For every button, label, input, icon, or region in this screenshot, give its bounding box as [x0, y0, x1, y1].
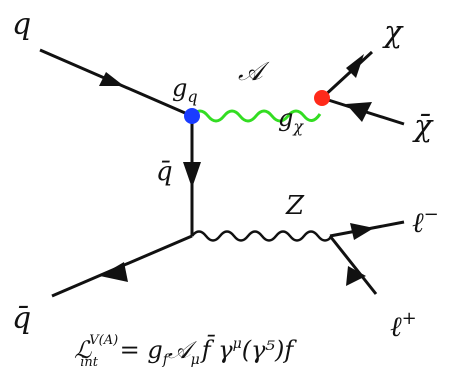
outgoing-antiquark-line: [51, 234, 193, 298]
quark-vertex: [184, 108, 200, 124]
label-q-in: q: [12, 7, 31, 42]
label-g-chi: gχ: [278, 104, 304, 136]
antiquark-arrow-icon: [183, 162, 201, 188]
z-boson-wavy-line: [191, 230, 333, 242]
label-mediator: 𝒜: [238, 57, 270, 87]
label-g-q: gq: [172, 74, 198, 106]
lepton-plus-arrow-icon: [346, 266, 366, 286]
label-lepton-minus: ℓ−: [412, 204, 439, 239]
lepton-minus-line: [329, 220, 405, 240]
lepton-plus-line: [328, 235, 378, 295]
chi-bar-arrow-icon: [346, 102, 372, 122]
label-chi-bar: χ̄: [412, 109, 434, 144]
incoming-quark-line: [39, 48, 193, 118]
internal-antiquark-line: [183, 116, 201, 236]
chi-bar-line: [321, 96, 405, 126]
label-q-bar-out: q̄: [12, 301, 31, 336]
quark-arrow-icon: [99, 72, 124, 86]
lepton-minus-arrow-icon: [350, 223, 374, 240]
chi-arrow-icon: [346, 54, 364, 78]
dark-vertex: [314, 90, 330, 106]
label-lepton-plus: ℓ+: [390, 308, 417, 343]
interaction-lagrangian: ℒV(A)int = gf𝒜μf̄ γμ(γ⁵)f: [74, 333, 297, 370]
mediator-wavy-line: [190, 109, 322, 123]
label-z-boson: Z: [285, 191, 305, 221]
label-q-bar-internal: q̄: [156, 157, 173, 187]
outgoing-antiquark-arrow-icon: [100, 262, 128, 282]
chi-line: [320, 50, 374, 100]
label-chi: χ: [382, 15, 404, 50]
